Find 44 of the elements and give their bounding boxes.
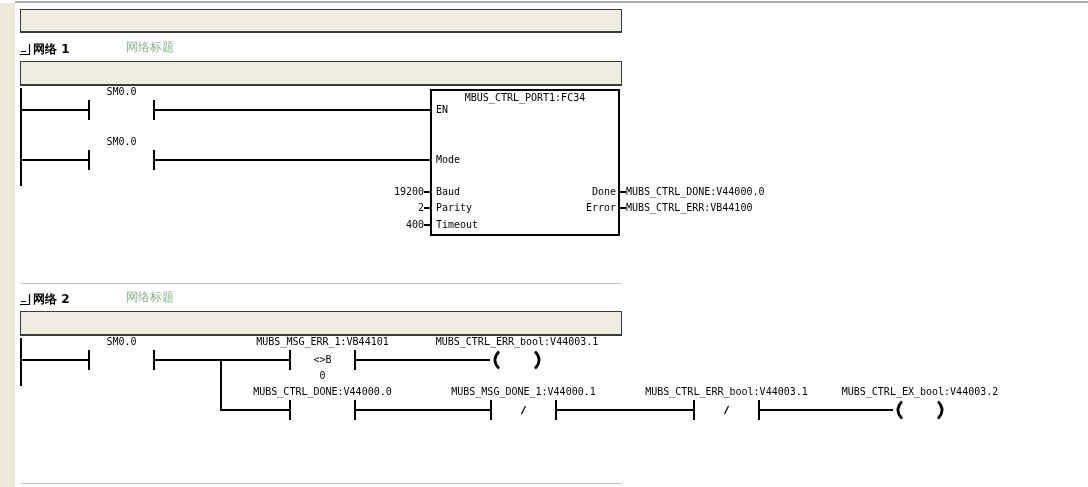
wire [619,207,627,209]
parameter-value: 19200 [393,186,424,198]
address-label: MUBS_CTRL_DONE:V44000.0 [253,386,392,398]
parameter-value: 400 [405,219,424,231]
address-label: MUBS_MSG_DONE_1:V44000.1 [451,386,596,398]
wire [154,359,290,411]
compare-operator: <>B [313,354,332,366]
address-label: SM0.0 [106,86,137,98]
parameter-value: 2 [417,202,424,214]
pin-label: Mode [436,154,461,166]
address-label: MUBS_MSG_ERR_1:VB44101 [256,336,389,348]
address-label: MUBS_CTRL_ERR_bool:V44003.1 [435,336,599,348]
output-address: MUBS_CTRL_DONE:V44000.0 [626,186,765,198]
wire [21,109,89,111]
compare-value: 0 [319,370,326,382]
pin-label: Error [585,202,616,214]
address-label: MUBS_CTRL_ERR_bool:V44003.1 [645,386,808,398]
wire [154,109,431,111]
pin-label: Baud [436,186,461,198]
pin-label: EN [436,104,449,116]
network-heading: 网络 2 [33,291,70,308]
network-title: 网络标题 [126,39,174,56]
function-block [430,89,620,236]
network-title: 网络标题 [126,289,174,306]
address-label: SM0.0 [106,336,137,348]
wire [556,409,694,411]
wire [759,409,894,411]
wire [355,409,491,411]
block-title: MBUS_CTRL_PORT1:FC34 [464,92,586,104]
wire [355,359,491,361]
pin-label: Done [591,186,616,198]
wire [154,159,431,161]
pin-label: Parity [436,202,473,214]
address-label: MUBS_CTRL_EX_bool:V44003.2 [841,386,999,398]
pin-label: Timeout [436,219,479,231]
wire [619,191,627,193]
wire [423,207,431,209]
address-label: SM0.0 [106,136,137,148]
wire [21,159,89,161]
network-heading: 网络 1 [33,41,70,58]
wire [423,224,431,226]
wire [423,191,431,193]
wire [21,359,89,361]
output-address: MUBS_CTRL_ERR:VB44100 [626,202,753,214]
